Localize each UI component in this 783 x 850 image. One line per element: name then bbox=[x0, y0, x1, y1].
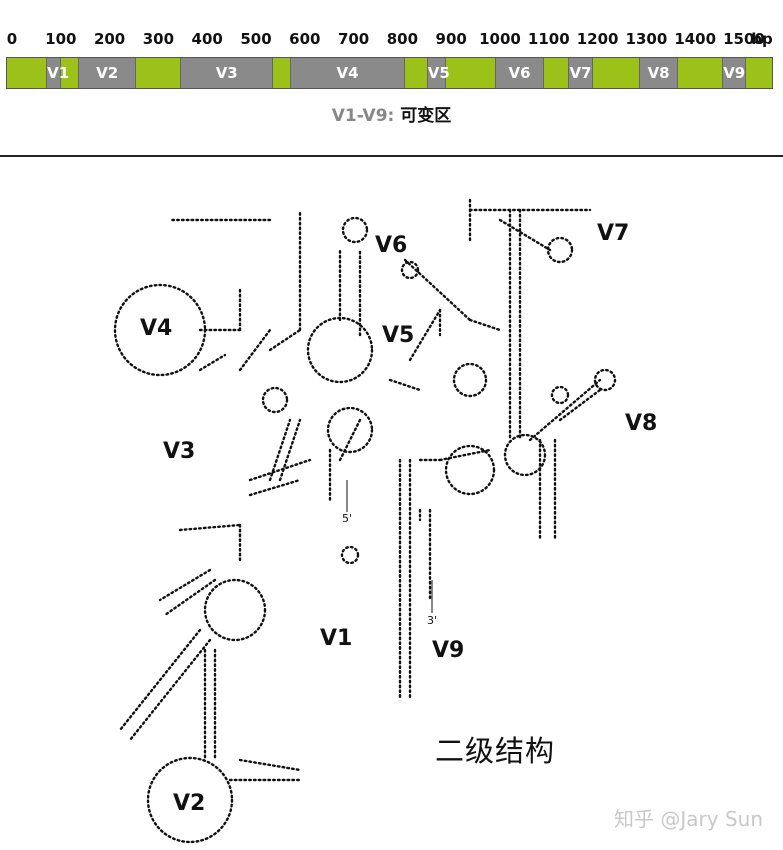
structure-label-v1: V1 bbox=[320, 626, 352, 651]
structure-label-v5: V5 bbox=[382, 323, 414, 348]
tick-label: 800 bbox=[386, 30, 419, 48]
structure-label-v2: V2 bbox=[173, 791, 205, 816]
loop bbox=[452, 362, 488, 398]
region-v4: V4 bbox=[290, 58, 405, 88]
stem bbox=[158, 568, 212, 602]
loop bbox=[340, 545, 360, 565]
tick-label: 100 bbox=[45, 30, 77, 48]
loop bbox=[306, 316, 374, 384]
caption: 二级结构 bbox=[435, 734, 556, 768]
loop bbox=[261, 386, 289, 414]
region-v2: V2 bbox=[77, 58, 137, 88]
legend-text: 可变区 bbox=[400, 106, 452, 126]
structure-label-v4: V4 bbox=[140, 316, 172, 341]
stem bbox=[438, 448, 492, 462]
loop bbox=[550, 385, 570, 405]
legend-label: V1-V9: bbox=[331, 106, 395, 126]
watermark: 知乎 @Jary Sun bbox=[614, 807, 763, 831]
region-v1: V1 bbox=[46, 58, 69, 88]
stem bbox=[468, 318, 502, 332]
stem bbox=[408, 308, 442, 362]
tick-label: 500 bbox=[240, 30, 272, 48]
tick-label: 1200 bbox=[576, 30, 619, 48]
stem bbox=[388, 378, 422, 392]
loop bbox=[444, 444, 496, 496]
tick-label: 1000 bbox=[479, 30, 521, 48]
stem bbox=[238, 758, 302, 772]
stem bbox=[528, 378, 602, 442]
stem bbox=[163, 578, 217, 617]
stem bbox=[558, 388, 602, 422]
legend: V1-V9: 可变区 bbox=[0, 101, 783, 126]
region-v8: V8 bbox=[639, 58, 679, 88]
region-v5: V5 bbox=[426, 58, 450, 88]
region-v6: V6 bbox=[495, 58, 544, 88]
region-v7: V7 bbox=[568, 58, 593, 88]
tick-label: 1100 bbox=[527, 30, 570, 48]
structure-label-v9: V9 bbox=[432, 638, 464, 663]
stem bbox=[403, 258, 472, 322]
tick-label: 900 bbox=[435, 30, 467, 48]
loop bbox=[503, 433, 547, 477]
stem bbox=[268, 418, 292, 482]
tick-label: 200 bbox=[93, 30, 126, 48]
structure-label-v8: V8 bbox=[625, 411, 657, 436]
stem bbox=[268, 328, 302, 352]
stem bbox=[498, 218, 552, 252]
tick-label: 700 bbox=[337, 30, 370, 48]
tick-label: 1400 bbox=[674, 30, 717, 48]
tick-label: 0 bbox=[6, 30, 18, 48]
five-prime-label: 5' bbox=[342, 512, 352, 525]
tick-label: 1500 bbox=[723, 30, 765, 48]
stem bbox=[278, 418, 302, 482]
divider bbox=[0, 155, 783, 157]
region-v3: V3 bbox=[180, 58, 274, 88]
stem bbox=[248, 478, 302, 497]
stem bbox=[118, 628, 202, 732]
tick-label: 400 bbox=[191, 30, 223, 48]
three-prime-label: 3' bbox=[427, 614, 437, 627]
tick-label: 600 bbox=[289, 30, 321, 48]
loop bbox=[400, 260, 420, 280]
tick-label: 300 bbox=[142, 30, 175, 48]
loop bbox=[546, 236, 574, 264]
stem bbox=[178, 523, 242, 532]
stem bbox=[338, 418, 362, 462]
loop bbox=[326, 406, 374, 454]
tick-label: 1300 bbox=[625, 30, 668, 48]
loop bbox=[203, 578, 267, 642]
stem bbox=[128, 638, 212, 742]
structure-label-v7: V7 bbox=[597, 221, 629, 246]
structure-label-v3: V3 bbox=[163, 439, 195, 464]
loop bbox=[593, 368, 617, 392]
stem bbox=[198, 353, 227, 372]
stem bbox=[238, 328, 272, 372]
gene-map-bar: V1 V2 V3 V4 V5 V6 V7 V8 V9 bbox=[6, 57, 773, 89]
stem bbox=[248, 458, 312, 482]
loop bbox=[146, 756, 234, 844]
tick-label: bp bbox=[751, 30, 773, 48]
region-v9: V9 bbox=[722, 58, 747, 88]
structure-label-v6: V6 bbox=[375, 233, 407, 258]
loop bbox=[341, 216, 369, 244]
scale-axis: 0 100 200 300 400 500 600 700 800 900 1000 1100 1200… bbox=[0, 30, 783, 50]
